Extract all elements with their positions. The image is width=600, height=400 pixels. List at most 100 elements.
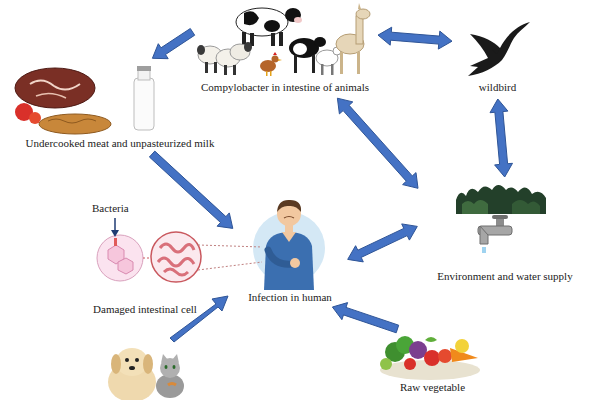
animals-illustration-part — [293, 43, 307, 55]
food-illustration-part — [138, 70, 150, 80]
node-caption: Damaged intestinal cell — [93, 303, 197, 316]
node-caption: Environment and water supply — [437, 270, 572, 283]
food-illustration-part — [36, 93, 66, 98]
animals-illustration-part — [266, 71, 268, 76]
human-illustration-part — [290, 258, 300, 268]
animals-illustration-part — [331, 64, 334, 75]
cell-illustration-part — [111, 230, 119, 237]
pets-illustration-part — [165, 365, 168, 369]
cell-illustration-part — [160, 244, 194, 252]
cell-illustration-part — [158, 258, 194, 266]
animals-illustration-part — [356, 9, 370, 19]
animals-illustration-part — [340, 52, 343, 74]
cell-illustration-part — [97, 235, 143, 281]
animals-illustration — [197, 3, 370, 76]
flow-arrow — [337, 98, 418, 188]
cell-illustration-part — [118, 258, 133, 274]
environment-illustration — [456, 185, 546, 253]
human-illustration-part — [268, 250, 292, 264]
food-illustration — [15, 66, 154, 134]
flow-arrow — [332, 303, 398, 333]
animals-illustration-part — [314, 37, 326, 47]
vegetables-illustration-part — [425, 337, 437, 342]
cell-illustration — [97, 218, 262, 282]
pets-illustration-part — [168, 384, 176, 386]
animals-illustration-part — [272, 56, 279, 63]
source-node: Compylobacter in intestine of animals — [195, 2, 375, 96]
food-illustration-part — [15, 68, 95, 108]
food-illustration-part — [137, 66, 151, 71]
pets-illustration-part — [143, 354, 153, 374]
source-node: wildbird — [455, 18, 540, 96]
node-caption: Undercooked meat and unpasteurized milk — [26, 137, 215, 150]
bird-illustration — [468, 22, 530, 76]
vegetables-illustration — [380, 336, 480, 380]
animals-illustration-part — [205, 62, 208, 73]
animals-illustration-part — [233, 65, 236, 75]
pets-illustration-part — [173, 365, 176, 369]
food-illustration-part — [39, 114, 111, 134]
flow-arrow — [378, 27, 452, 49]
environment-illustration-part — [496, 218, 504, 226]
vegetables-illustration-part — [455, 339, 469, 353]
environment-illustration-part — [480, 226, 488, 244]
animals-illustration-part — [357, 52, 360, 74]
animals-illustration-part — [197, 45, 205, 55]
pets-illustration-part — [125, 358, 129, 362]
human-illustration-part — [264, 232, 314, 290]
animals-illustration-part — [264, 20, 280, 32]
food-illustration-part — [30, 80, 80, 89]
animals-illustration-part — [285, 8, 301, 22]
animals-illustration-part — [244, 42, 252, 52]
pets-illustration-part — [135, 358, 139, 362]
node-caption: Infection in human — [248, 291, 332, 304]
animals-illustration-part — [321, 64, 324, 75]
animals-illustration-part — [214, 62, 217, 73]
human-illustration-part — [277, 200, 301, 212]
source-node: Damaged intestinal cell — [70, 218, 220, 318]
pets-illustration-part — [111, 354, 121, 374]
cell-illustration-part — [143, 258, 151, 259]
flow-arrow — [152, 29, 194, 59]
animals-illustration-part — [278, 59, 282, 61]
vegetables-illustration-part — [380, 358, 392, 370]
source-node: Raw vegetable — [375, 330, 490, 396]
animals-illustration-part — [312, 55, 315, 73]
vegetables-illustration-part — [438, 349, 452, 363]
animals-illustration-part — [270, 71, 272, 76]
pet-arrow — [170, 296, 228, 342]
environment-illustration-part — [492, 215, 508, 219]
food-illustration-part — [48, 119, 96, 123]
animals-illustration-part — [358, 3, 361, 9]
animals-illustration-part — [273, 52, 277, 55]
animals-illustration-part — [224, 65, 227, 75]
flow-arrow — [490, 99, 513, 177]
cell-illustration-part — [151, 232, 201, 282]
source-node: Infection in human — [235, 198, 345, 306]
animals-illustration-part — [244, 11, 259, 25]
flow-arrow — [348, 224, 418, 262]
pets-illustration-part — [129, 366, 135, 370]
bird-illustration-part — [468, 22, 530, 76]
food-illustration-part — [134, 78, 154, 130]
bird-illustration-part — [492, 48, 500, 54]
pets-illustration-part — [172, 354, 179, 363]
vegetables-illustration-part — [424, 350, 440, 366]
node-caption: wildbird — [479, 81, 516, 94]
environment-illustration-part — [456, 185, 546, 214]
cell-illustration-part — [198, 245, 262, 247]
human-illustration-part — [284, 217, 294, 219]
animals-illustration-part — [279, 32, 283, 46]
source-node: Undercooked meat and unpasteurized milk — [5, 60, 235, 152]
pets-illustration — [108, 348, 184, 400]
animals-illustration-part — [294, 17, 302, 23]
cell-illustration-part — [164, 269, 188, 275]
animals-illustration-part — [356, 16, 363, 44]
cell-illustration-part — [114, 238, 117, 246]
animals-illustration-part — [236, 8, 288, 36]
source-node: Environment and water supply — [420, 180, 590, 285]
cell-illustration-part — [114, 218, 116, 232]
